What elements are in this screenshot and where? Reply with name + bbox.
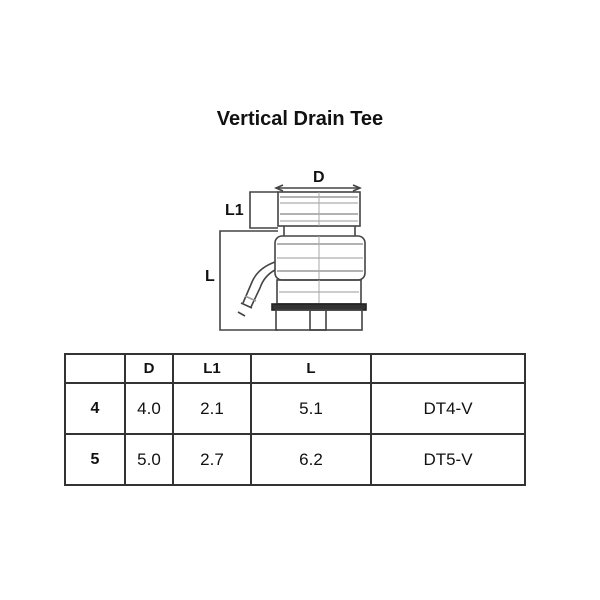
page-title: Vertical Drain Tee <box>216 108 384 130</box>
cell-d: 5.0 <box>124 433 174 486</box>
cell-l: 6.2 <box>250 433 372 486</box>
table-row: 4 4.0 2.1 5.1 DT4-V <box>64 382 526 435</box>
spec-table: D L1 L 4 4.0 2.1 5.1 DT4-V 5 5.0 2.7 6.2… <box>64 353 526 486</box>
header-l1: L1 <box>172 353 252 384</box>
cell-size: 5 <box>64 433 126 486</box>
table-header-row: D L1 L <box>64 353 526 384</box>
cell-part-number: DT5-V <box>370 433 526 486</box>
cell-part-number: DT4-V <box>370 382 526 435</box>
drain-tee-drawing <box>219 184 367 331</box>
dimension-d-label: D <box>313 169 325 186</box>
header-d: D <box>124 353 174 384</box>
dimension-l1-label: L1 <box>225 202 244 219</box>
cell-l1: 2.7 <box>172 433 252 486</box>
cell-size: 4 <box>64 382 126 435</box>
dimension-l-label: L <box>205 268 215 285</box>
cell-d: 4.0 <box>124 382 174 435</box>
header-l: L <box>250 353 372 384</box>
header-part <box>370 353 526 384</box>
header-size <box>64 353 126 384</box>
cell-l: 5.1 <box>250 382 372 435</box>
table-row: 5 5.0 2.7 6.2 DT5-V <box>64 433 526 486</box>
cell-l1: 2.1 <box>172 382 252 435</box>
